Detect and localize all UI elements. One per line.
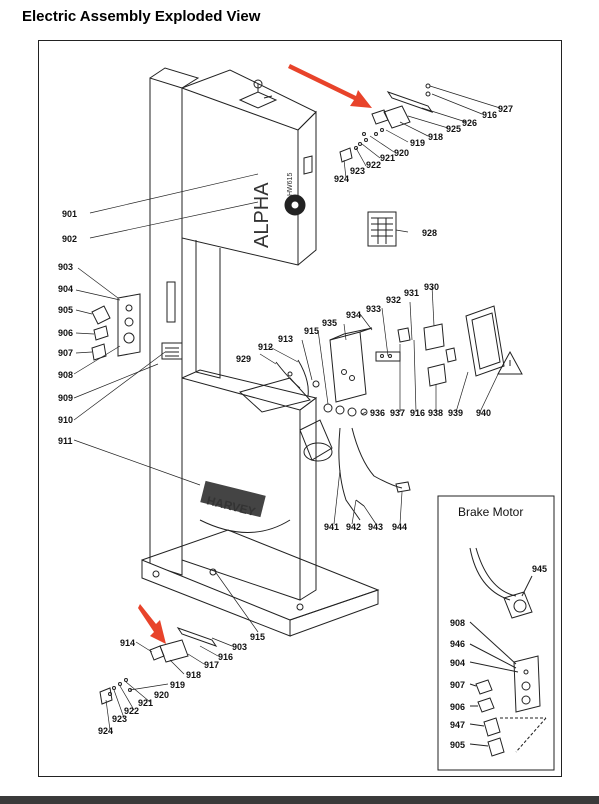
inset-title: Brake Motor <box>458 505 523 519</box>
callout-929: 929 <box>236 354 251 364</box>
brand-upper-text: ALPHA <box>251 182 273 248</box>
callout-922-top: 922 <box>366 160 381 170</box>
callout-906: 906 <box>58 328 73 338</box>
callout-903-lower: 903 <box>232 642 247 652</box>
callout-935: 935 <box>322 318 337 328</box>
callout-939: 939 <box>448 408 463 418</box>
callout-926: 926 <box>462 118 477 128</box>
callout-918-lower: 918 <box>186 670 201 680</box>
callout-904-inset: 904 <box>450 658 465 668</box>
callout-923-top: 923 <box>350 166 365 176</box>
callout-903: 903 <box>58 262 73 272</box>
callout-930: 930 <box>424 282 439 292</box>
indicator-arrows <box>138 64 372 644</box>
footer-bar <box>0 796 599 804</box>
callout-904: 904 <box>58 284 73 294</box>
callout-914: 914 <box>120 638 135 648</box>
callout-943: 943 <box>368 522 383 532</box>
callout-945: 945 <box>532 564 547 574</box>
callout-937: 937 <box>390 408 405 418</box>
callout-909: 909 <box>58 393 73 403</box>
callout-946: 946 <box>450 639 465 649</box>
callout-938: 938 <box>428 408 443 418</box>
label-plate <box>367 211 397 247</box>
callout-921-lower: 921 <box>138 698 153 708</box>
callout-908: 908 <box>58 370 73 380</box>
callout-907-inset: 907 <box>450 680 465 690</box>
switch-panel <box>91 293 183 361</box>
callout-908-inset: 908 <box>450 618 465 628</box>
lower-switch-assembly <box>99 627 218 705</box>
callout-905: 905 <box>58 305 73 315</box>
callout-934: 934 <box>346 310 361 320</box>
callout-918-top: 918 <box>428 132 443 142</box>
callout-940: 940 <box>476 408 491 418</box>
model-upper-text: HW615 <box>287 173 294 196</box>
callout-924-lower: 924 <box>98 726 113 736</box>
callout-labels: 901 902 903 904 905 906 907 908 909 910 … <box>58 104 547 750</box>
callout-913: 913 <box>278 334 293 344</box>
page-title: Electric Assembly Exploded View <box>22 8 261 25</box>
callout-906-inset: 906 <box>450 702 465 712</box>
control-box <box>275 305 523 521</box>
callout-912: 912 <box>258 342 273 352</box>
bandsaw-frame <box>141 67 380 637</box>
callout-933: 933 <box>366 304 381 314</box>
callout-919-lower: 919 <box>170 680 185 690</box>
callout-928: 928 <box>422 228 437 238</box>
callout-916-lower: 916 <box>218 652 233 662</box>
callout-932: 932 <box>386 295 401 305</box>
callout-944: 944 <box>392 522 407 532</box>
leader-lines <box>73 85 501 731</box>
callout-916-mid: 916 <box>410 408 425 418</box>
callout-921-top: 921 <box>380 153 395 163</box>
callout-936: 936 <box>370 408 385 418</box>
callout-911: 911 <box>58 436 73 446</box>
callout-919-top: 919 <box>410 138 425 148</box>
callout-920-lower: 920 <box>154 690 169 700</box>
callout-947: 947 <box>450 720 465 730</box>
callout-917: 917 <box>204 660 219 670</box>
brake-motor-inset <box>437 495 555 771</box>
callout-901: 901 <box>62 209 77 219</box>
callout-915-lower: 915 <box>250 632 265 642</box>
callout-924-top: 924 <box>334 174 349 184</box>
callout-916-top: 916 <box>482 110 497 120</box>
callout-902: 902 <box>62 234 77 244</box>
callout-925: 925 <box>446 124 461 134</box>
callout-907: 907 <box>58 348 73 358</box>
upper-switch-assembly <box>339 83 434 163</box>
arrow-lower-icon <box>138 604 166 644</box>
diagram-frame <box>38 40 562 777</box>
callout-922-lower: 922 <box>124 706 139 716</box>
callout-923-lower: 923 <box>112 714 127 724</box>
callout-915-upper: 915 <box>304 326 319 336</box>
callout-905-inset: 905 <box>450 740 465 750</box>
callout-910: 910 <box>58 415 73 425</box>
arrow-upper-icon <box>288 64 372 108</box>
callout-941: 941 <box>324 522 339 532</box>
callout-931: 931 <box>404 288 419 298</box>
callout-920-top: 920 <box>394 148 409 158</box>
callout-942: 942 <box>346 522 361 532</box>
callout-927: 927 <box>498 104 513 114</box>
